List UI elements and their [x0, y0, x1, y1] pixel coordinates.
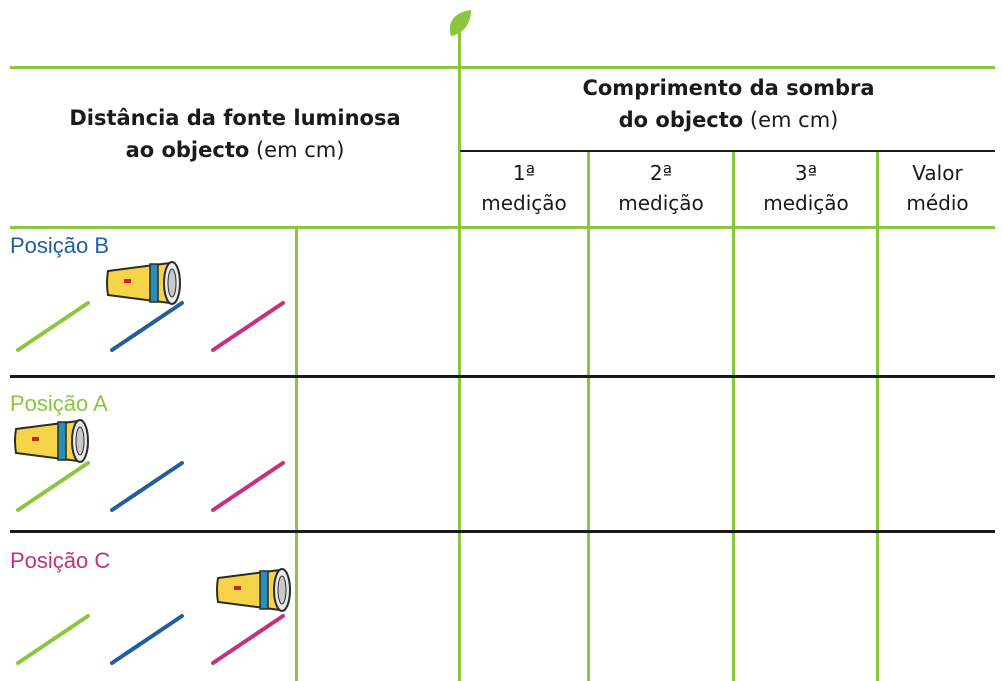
col1-header-line2-bold: ao objecto	[125, 138, 250, 162]
row-label-c: Posição C	[10, 548, 111, 573]
subheader-2: 2ª medição	[590, 158, 732, 218]
col-sep-1	[587, 152, 590, 681]
cell-b-m2[interactable]	[590, 229, 732, 375]
col-sep-2	[732, 152, 735, 681]
leaf-icon	[449, 10, 471, 36]
header-bottom-rule	[10, 226, 995, 229]
cell-c-distance[interactable]	[298, 533, 458, 681]
flashlight-icon	[14, 419, 89, 463]
left-col-sep	[295, 229, 298, 681]
col2-header-line2-rest: (em cm)	[743, 108, 839, 132]
subheader-3-top: 3ª	[794, 161, 818, 185]
row-label-a: Posição A	[10, 391, 108, 416]
cell-c-m2[interactable]	[590, 533, 732, 681]
subheader-4-bottom: médio	[906, 191, 969, 215]
subheader-2-bottom: medição	[618, 191, 704, 215]
cell-a-m1[interactable]	[461, 378, 587, 530]
cell-a-avg[interactable]	[879, 378, 995, 530]
scene-position-c	[16, 568, 291, 665]
col2-header-line1: Comprimento da sombra	[582, 76, 875, 100]
subheader-1-bottom: medição	[481, 191, 567, 215]
cell-c-m1[interactable]	[461, 533, 587, 681]
cell-b-m1[interactable]	[461, 229, 587, 375]
top-rule	[10, 66, 995, 69]
col-sep-3	[876, 152, 879, 681]
col1-header: Distância da fonte luminosa ao objecto (…	[20, 102, 450, 166]
center-divider	[458, 30, 461, 681]
cell-b-avg[interactable]	[879, 229, 995, 375]
cell-b-m3[interactable]	[735, 229, 876, 375]
col2-header-line2-bold: do objecto	[618, 108, 744, 132]
subheader-3: 3ª medição	[736, 158, 876, 218]
flashlight-icon	[106, 261, 181, 305]
subheader-2-top: 2ª	[649, 161, 673, 185]
cell-a-m2[interactable]	[590, 378, 732, 530]
subheader-rule	[460, 150, 995, 152]
col1-header-line2-rest: (em cm)	[249, 138, 345, 162]
row-sep-2	[10, 530, 995, 533]
row-label-b: Posição B	[10, 233, 110, 258]
subheader-4-top: Valor	[912, 161, 963, 185]
cell-c-m3[interactable]	[735, 533, 876, 681]
cell-a-distance[interactable]	[298, 378, 458, 530]
cell-a-m3[interactable]	[735, 378, 876, 530]
col2-header: Comprimento da sombra do objecto (em cm)	[462, 72, 995, 136]
scene-position-a	[14, 419, 285, 512]
subheader-3-bottom: medição	[763, 191, 849, 215]
col1-header-line1: Distância da fonte luminosa	[69, 106, 401, 130]
cell-b-distance[interactable]	[298, 229, 458, 375]
flashlight-icon	[216, 568, 291, 612]
subheader-1-top: 1ª	[512, 161, 536, 185]
cell-c-avg[interactable]	[879, 533, 995, 681]
subheader-1: 1ª medição	[462, 158, 586, 218]
subheader-4: Valor médio	[880, 158, 995, 218]
row-sep-1	[10, 375, 995, 378]
scene-position-b	[16, 261, 285, 352]
